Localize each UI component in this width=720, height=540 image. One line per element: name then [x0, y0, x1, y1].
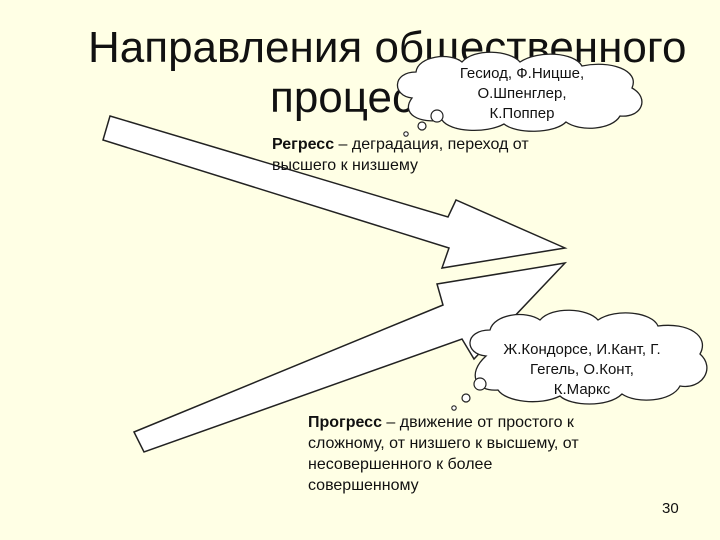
cloud-bottom-line-1: Ж.Кондорсе, И.Кант, Г.: [503, 341, 661, 358]
regress-text: Регресс – деградация, переход от высшего…: [272, 134, 592, 176]
thought-cloud-top: [396, 51, 643, 137]
progress-text: Прогресс – движение от простого к сложно…: [308, 412, 606, 496]
page-number: 30: [662, 500, 679, 517]
regress-definition: – деградация, переход от высшего к низше…: [272, 136, 529, 174]
cloud-bottom-line-2: Гегель, О.Конт,: [530, 361, 634, 378]
cloud-top-line-2: О.Шпенглер,: [477, 85, 567, 102]
regress-arrow: [102, 115, 568, 269]
cloud-bottom-line-3: К.Маркс: [553, 381, 611, 398]
progress-definition: – движение от простого к сложному, от ни…: [308, 414, 579, 494]
slide-title-line-1: Направления общественного: [88, 23, 687, 72]
thought-cloud-bottom: [451, 309, 708, 411]
cloud-top-line-3: К.Поппер: [489, 105, 555, 122]
progress-term: Прогресс: [308, 414, 382, 431]
regress-term: Регресс: [272, 136, 335, 153]
cloud-top-line-1: Гесиод, Ф.Ницше,: [459, 65, 585, 82]
progress-arrow: [132, 261, 568, 453]
